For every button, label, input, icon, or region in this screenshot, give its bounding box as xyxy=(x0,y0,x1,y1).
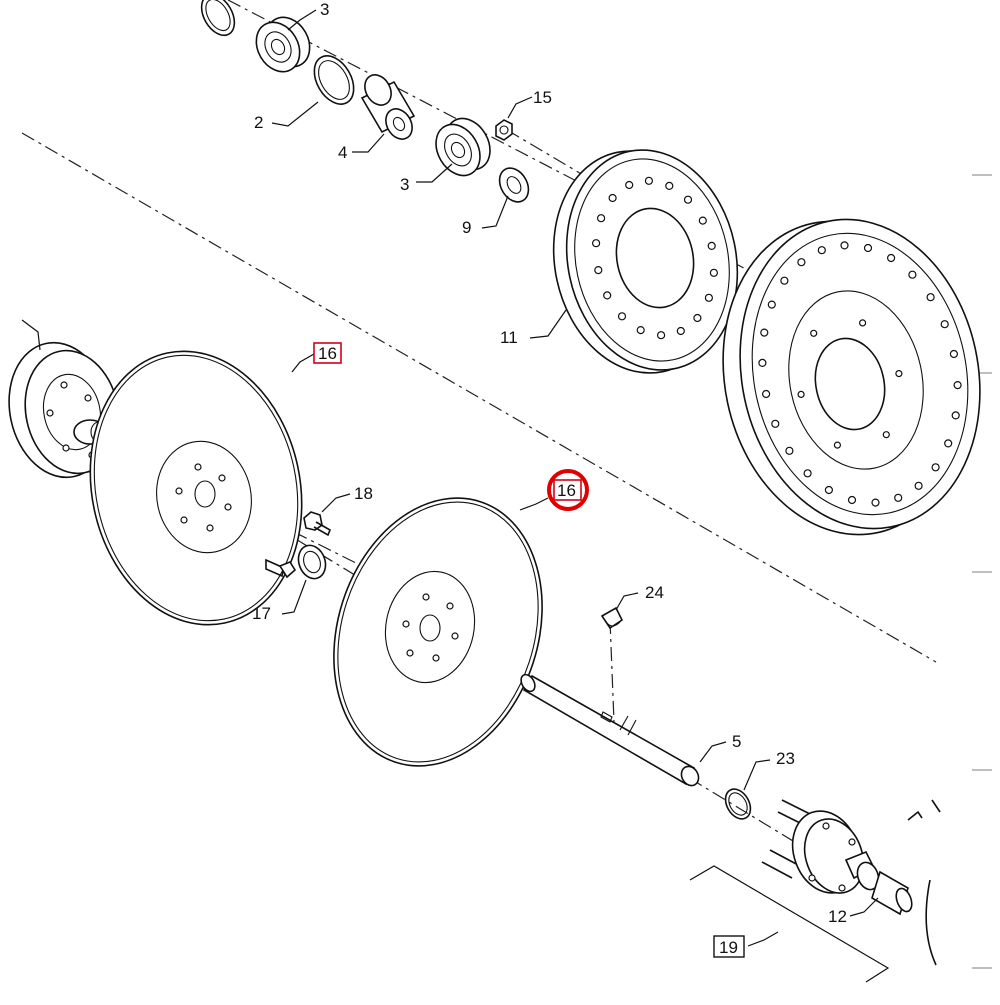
hub-bolt-hole xyxy=(895,370,903,378)
highlight-circle xyxy=(547,469,589,511)
pulley-hole xyxy=(817,246,826,255)
part-ring-17 xyxy=(265,544,327,580)
callout-box-16-highlighted xyxy=(553,479,582,501)
callout-17: 17 xyxy=(252,604,271,623)
hub-bolt-hole xyxy=(797,390,805,398)
callout-9: 9 xyxy=(462,218,471,237)
part-shaft-5 xyxy=(520,673,700,787)
part-disc-16-highlighted xyxy=(333,497,543,767)
pulley-hole xyxy=(758,358,767,367)
callout-23: 23 xyxy=(776,749,795,768)
pulley-hole xyxy=(617,312,627,321)
pulley-hole xyxy=(594,266,603,275)
pulley-hole xyxy=(824,485,834,495)
pulley-hole xyxy=(761,389,771,399)
pulley-hole xyxy=(767,300,776,309)
part-snap-ring-top xyxy=(200,0,236,37)
pulley-hole xyxy=(596,214,606,223)
pulley-hole xyxy=(644,176,654,185)
pulley-hole xyxy=(949,349,959,359)
pulley-hole xyxy=(698,216,707,225)
part-bearing-3-top xyxy=(255,16,311,73)
leader-lines xyxy=(271,9,879,947)
part-key-24 xyxy=(600,606,624,630)
pulley-hole xyxy=(608,193,617,203)
pulley-hole xyxy=(625,180,634,190)
callout-18: 18 xyxy=(354,484,373,503)
pulley-hole xyxy=(780,276,789,285)
pulley-hole xyxy=(840,241,849,250)
pulley-hole xyxy=(944,439,953,448)
part-washer-9 xyxy=(498,167,530,203)
callout-19: 19 xyxy=(719,938,738,957)
pulley-hole xyxy=(656,331,666,340)
callout-12: 12 xyxy=(828,907,847,926)
pulley-hole xyxy=(603,291,612,300)
callout-3-bottom: 3 xyxy=(400,175,409,194)
callout-11: 11 xyxy=(500,328,518,347)
part-large-pulley xyxy=(722,218,981,536)
pulley-hole xyxy=(665,181,674,190)
part-hub-12 xyxy=(761,799,941,966)
pulley-hole xyxy=(683,195,693,204)
pulley-hole xyxy=(797,258,806,267)
hub-bolt-hole xyxy=(833,441,842,449)
callout-2: 2 xyxy=(254,113,263,132)
pulley-hole xyxy=(771,419,780,428)
pulley-hole xyxy=(908,270,917,279)
callout-4: 4 xyxy=(338,143,347,162)
callout-box-16-left xyxy=(313,342,342,364)
part-snap-ring-2 xyxy=(313,55,355,105)
pulley-hole xyxy=(863,243,873,253)
right-edge-ticks xyxy=(972,174,992,969)
pulley-hole xyxy=(940,320,949,329)
callout-16-left: 16 xyxy=(318,344,337,363)
part-bolt-18 xyxy=(303,511,332,537)
pulley-hole xyxy=(707,241,716,250)
part-ring-23 xyxy=(724,788,752,820)
pulley-hole xyxy=(886,253,896,263)
callout-5: 5 xyxy=(732,732,741,751)
pulley-hole xyxy=(636,326,645,335)
part-disc-16-left xyxy=(89,350,303,626)
pulley-hole xyxy=(591,239,601,248)
pulley-hole xyxy=(704,293,714,302)
pulley-hole xyxy=(894,493,903,502)
part-spacer-4 xyxy=(360,74,416,140)
part-bearing-3-bottom xyxy=(435,117,491,177)
callout-3-top: 3 xyxy=(320,0,329,19)
hub-bolt-hole xyxy=(810,329,818,337)
callout-15: 15 xyxy=(533,88,552,107)
callout-24: 24 xyxy=(645,583,664,602)
pulley-hole xyxy=(760,328,769,337)
callout-box-19 xyxy=(713,935,745,958)
callout-16-highlighted: 16 xyxy=(557,481,576,500)
pulley-hole xyxy=(676,326,685,336)
hub-bolt-hole xyxy=(858,319,867,327)
pulley-hole xyxy=(709,268,719,277)
pulley-hole xyxy=(951,411,960,420)
callouts: 3 2 4 3 15 9 11 16 18 17 24 5 23 12 19 1… xyxy=(252,0,847,958)
pulley-hole xyxy=(926,293,935,302)
part-pulley-11 xyxy=(552,149,739,374)
pulley-hole xyxy=(693,313,702,323)
pulley-hole xyxy=(914,481,923,490)
pulley-hole xyxy=(871,498,880,507)
pulley-hole xyxy=(931,463,940,472)
hub-bolt-hole xyxy=(882,431,890,439)
pulley-hole xyxy=(847,495,857,505)
part-nut-15 xyxy=(495,119,513,141)
group-bracket-19 xyxy=(689,865,890,983)
pulley-hole xyxy=(953,381,962,390)
pulley-hole xyxy=(803,469,812,478)
pulley-hole xyxy=(785,446,794,455)
